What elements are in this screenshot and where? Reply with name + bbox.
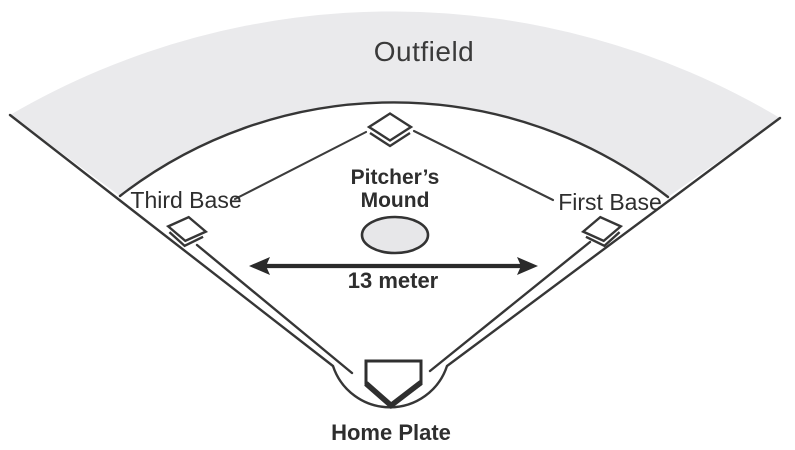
first-base-line-inner: [428, 240, 592, 373]
third-base-diamond: [165, 215, 209, 243]
second-to-first-path: [412, 129, 555, 202]
home-plate-thick-edge: [364, 380, 423, 410]
third-base-echo: [168, 231, 204, 248]
third-base-label: Third Base: [130, 187, 241, 213]
outfield-band: [10, 11, 780, 197]
third-base-marker: [165, 215, 209, 248]
pitchers-mound-label-line2: Mound: [361, 189, 430, 212]
first-base-marker: [580, 215, 624, 248]
arrowhead-left-icon: [249, 257, 270, 275]
pitchers-mound-label-line1: Pitcher’s: [351, 166, 440, 189]
distance-arrow: [249, 257, 538, 275]
second-base-echo: [369, 131, 411, 148]
first-base-label: First Base: [558, 189, 662, 215]
infield-arc: [118, 101, 670, 199]
second-to-third-path: [233, 130, 368, 201]
first-base-diamond: [580, 215, 624, 243]
home-plate-label: Home Plate: [331, 420, 451, 445]
pitchers-mound: [360, 215, 430, 255]
home-plate-shape: [364, 359, 423, 410]
second-base-diamond: [366, 112, 414, 142]
arrowhead-right-icon: [517, 257, 538, 275]
outfield-label: Outfield: [374, 36, 475, 67]
first-base-echo: [585, 231, 621, 248]
second-base-marker: [366, 112, 414, 148]
third-base-line-inner: [195, 243, 354, 375]
distance-label: 13 meter: [348, 268, 439, 293]
